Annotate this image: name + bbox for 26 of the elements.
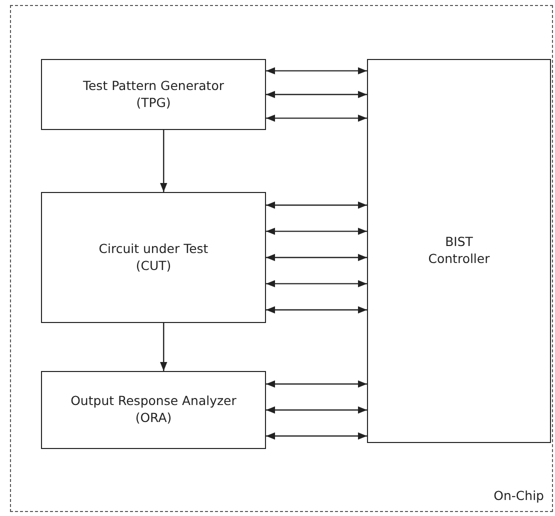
double-arrow [266, 114, 367, 122]
controller-box [367, 59, 551, 443]
box-title: Output Response Analyzer [70, 393, 236, 410]
double-arrow [266, 406, 367, 414]
double-arrow [266, 380, 367, 388]
double-arrow [266, 202, 367, 209]
process-box [41, 192, 266, 323]
double-arrow [266, 306, 367, 314]
box-abbreviation: (CUT) [136, 258, 172, 274]
double-arrow [266, 254, 367, 262]
arrow [160, 130, 168, 192]
double-arrow [266, 228, 367, 235]
box-title: BIST Controller [427, 234, 491, 268]
box-title: Circuit under Test [98, 240, 208, 258]
box-abbreviation: (TPG) [136, 94, 171, 112]
box-abbreviation: (ORA) [135, 410, 172, 427]
process-box [41, 59, 266, 130]
arrow [160, 323, 168, 371]
chip-boundary [10, 5, 553, 512]
double-arrow [266, 280, 367, 288]
double-arrow [266, 67, 367, 74]
process-box [41, 371, 266, 449]
double-arrow [266, 90, 367, 98]
box-title: Test Pattern Generator [82, 78, 224, 94]
boundary-label: On-Chip [494, 488, 544, 505]
double-arrow [266, 432, 367, 440]
